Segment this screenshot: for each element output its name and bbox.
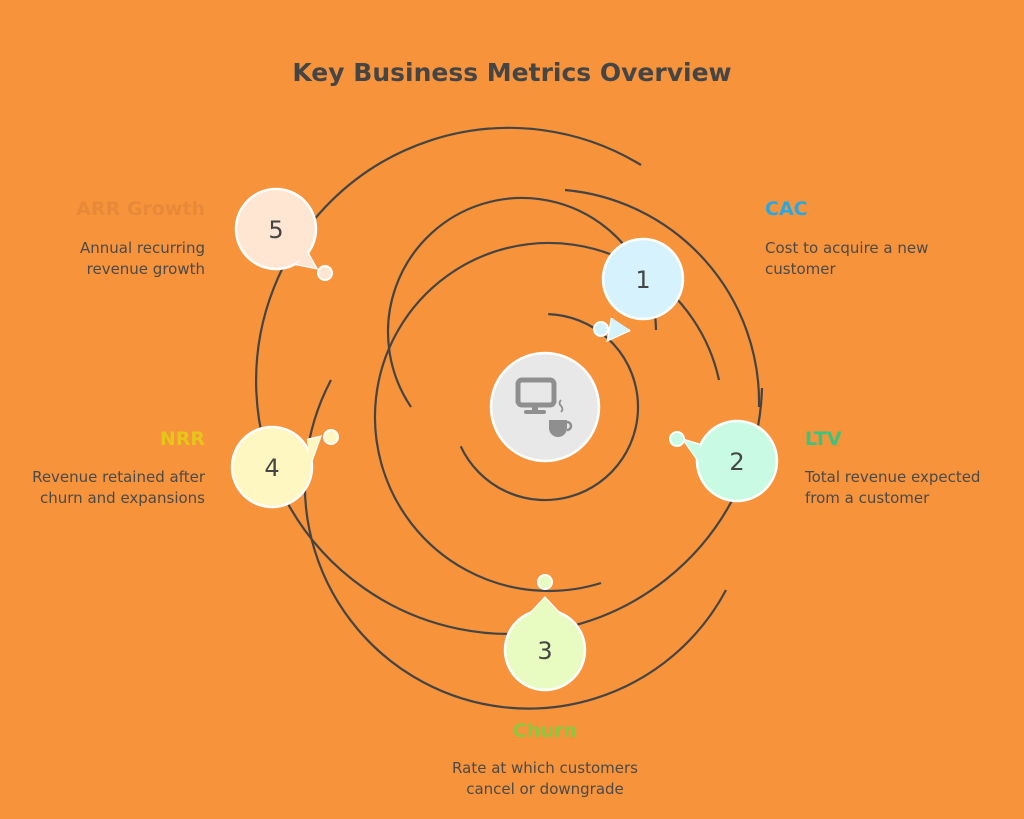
metric-label-arr-growth: ARR Growth (76, 198, 205, 220)
desc-line: customer (765, 260, 836, 278)
orbit-marker-dot (317, 265, 333, 281)
metric-label-churn: Churn (513, 720, 577, 742)
metric-label-nrr: NRR (159, 428, 205, 450)
computer-coffee-icon (515, 377, 573, 437)
desc-line: Rate at which customers (452, 759, 638, 777)
bubble-circle (695, 419, 779, 503)
bubble-number: 5 (268, 216, 283, 244)
metric-desc-churn: Rate at which customers cancel or downgr… (345, 758, 745, 800)
desc-line: Revenue retained after (32, 468, 205, 486)
metric-bubble-4: 4 (230, 425, 339, 509)
metric-bubble-3: 3 (503, 574, 587, 692)
diagram-title: Key Business Metrics Overview (292, 58, 732, 87)
bubble-circle (234, 187, 318, 271)
orbit-arc-5 (564, 188, 761, 408)
bubble-number: 3 (537, 637, 552, 665)
orbit-marker-dot (593, 321, 609, 337)
desc-line: from a customer (805, 489, 930, 507)
metric-desc-ltv: Total revenue expected from a customer (805, 467, 980, 509)
desc-line: cancel or downgrade (466, 780, 624, 798)
bubble-number: 2 (729, 448, 744, 476)
metric-desc-arr-growth: Annual recurring revenue growth (0, 238, 205, 280)
metric-desc-nrr: Revenue retained after churn and expansi… (0, 467, 205, 509)
bubble-circle (601, 237, 685, 321)
metric-bubble-1: 1 (593, 237, 685, 343)
bubble-circle (230, 425, 314, 509)
desc-line: Annual recurring (80, 239, 205, 257)
metric-label-ltv: LTV (805, 428, 842, 450)
bubble-number: 1 (635, 266, 650, 294)
orbit-marker-dot (323, 429, 339, 445)
metric-bubble-2: 2 (669, 419, 779, 503)
orbit-marker-dot (669, 431, 685, 447)
desc-line: churn and expansions (40, 489, 205, 507)
bubble-number: 4 (264, 454, 279, 482)
orbit-marker-dot (537, 574, 553, 590)
metric-label-cac: CAC (765, 198, 808, 220)
metric-bubble-5: 5 (234, 187, 333, 281)
metric-desc-cac: Cost to acquire a new customer (765, 238, 928, 280)
desc-line: revenue growth (86, 260, 205, 278)
desc-line: Cost to acquire a new (765, 239, 929, 257)
desc-line: Total revenue expected (805, 468, 981, 486)
center-hub (489, 351, 601, 463)
